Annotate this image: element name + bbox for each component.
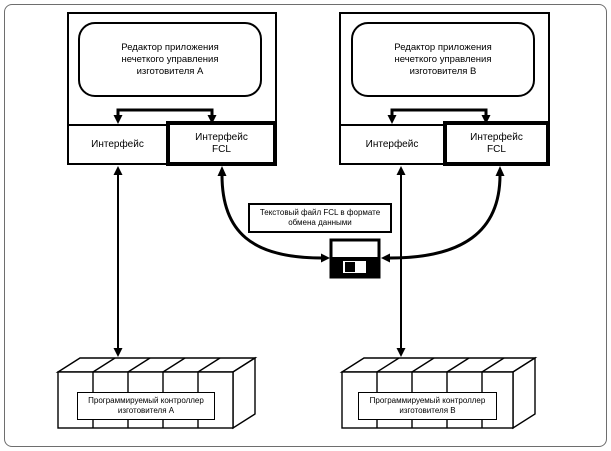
editor-b-line3: изготовителя B: [409, 65, 477, 77]
controller-b-line1: Программируемый контроллер: [369, 396, 486, 405]
controller-b-line2: изготовителя B: [399, 406, 456, 415]
editor-b-box: Редактор приложения нечеткого управления…: [351, 22, 535, 97]
fcl-file-box: Текстовый файл FCL в формате обмена данн…: [248, 203, 392, 233]
interface-fcl-b-line2: FCL: [487, 143, 506, 155]
floppy-disk-icon: [329, 238, 381, 279]
interface-fcl-b-line1: Интерфейс: [470, 131, 523, 143]
controller-b-label: Программируемый контроллер изготовителя …: [370, 396, 486, 416]
bracket-arrow-a: [113, 108, 217, 124]
interface-fcl-a-label: Интерфейс FCL: [195, 132, 248, 156]
editor-a-box: Редактор приложения нечеткого управления…: [78, 22, 262, 97]
editor-a-line3: изготовителя A: [136, 65, 204, 77]
interface-fcl-b-label: Интерфейс FCL: [470, 132, 523, 156]
bracket-arrow-b: [387, 108, 491, 124]
fcl-file-line2: обмена данными: [288, 218, 352, 227]
interface-b-box: Интерфейс: [339, 124, 445, 165]
interface-fcl-b-box: Интерфейс FCL: [443, 121, 550, 166]
page-border: [4, 4, 607, 447]
interface-a-box: Интерфейс: [67, 124, 168, 165]
vertical-arrow-b: [396, 166, 406, 357]
editor-b-line2: нечеткого управления: [394, 53, 492, 65]
controller-a-label: Программируемый контроллер изготовителя …: [88, 396, 204, 416]
interface-fcl-a-line2: FCL: [212, 143, 231, 155]
controller-a-line2: изготовителя A: [117, 406, 175, 415]
interface-b-label: Интерфейс: [365, 138, 419, 150]
curve-arrow-a-floppy: [217, 166, 330, 263]
interface-fcl-a-box: Интерфейс FCL: [166, 121, 277, 166]
vertical-arrow-a: [113, 166, 123, 357]
controller-b-label-box: Программируемый контроллер изготовителя …: [358, 392, 497, 420]
curve-arrow-b-floppy: [381, 166, 505, 263]
controller-a-label-box: Программируемый контроллер изготовителя …: [77, 392, 215, 420]
editor-a-line1: Редактор приложения: [121, 41, 219, 53]
controller-a-line1: Программируемый контроллер: [88, 396, 204, 405]
interface-a-label: Интерфейс: [91, 138, 144, 150]
interface-fcl-a-line1: Интерфейс: [195, 131, 248, 143]
fcl-file-label: Текстовый файл FCL в формате обмена данн…: [260, 208, 380, 228]
editor-b-line1: Редактор приложения: [394, 41, 492, 53]
editor-a-label: Редактор приложения нечеткого управления…: [121, 42, 218, 78]
editor-b-label: Редактор приложения нечеткого управления…: [394, 42, 491, 78]
fcl-file-line1: Текстовый файл FCL в формате: [259, 208, 381, 217]
editor-a-line2: нечеткого управления: [121, 53, 219, 65]
